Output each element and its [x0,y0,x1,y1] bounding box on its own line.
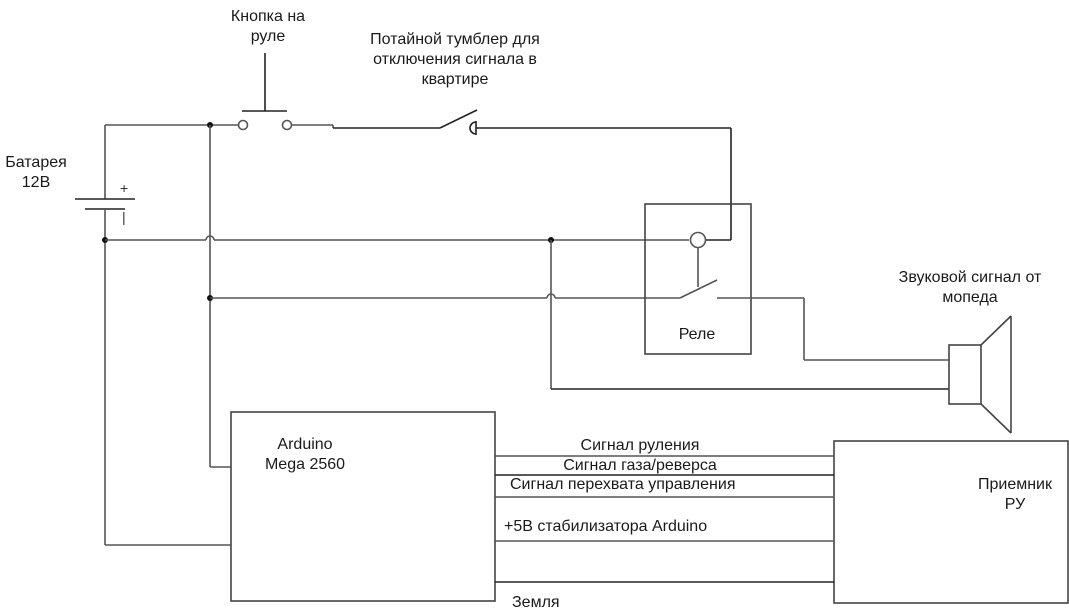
signal-label-throttle: Сигнал газа/реверса [563,457,717,474]
horn-negative-wire [550,240,949,390]
signal-label-5v: +5В стабилизатора Arduino [504,518,708,535]
arduino-label-line2: Mega 2560 [264,456,346,473]
top-wire [105,122,238,128]
battery-label-line1: Батарея [5,154,67,171]
signal-label-override: Сигнал перехвата управления [510,476,736,493]
signal-label-steering: Сигнал руления [580,437,700,454]
relay-label: Реле [678,326,716,343]
horn-label-line2: мопеда [942,289,998,306]
horn-label-line1: Звуковой сигнал от [898,269,1042,286]
arduino-label-line1: Arduino [277,436,333,453]
battery-plus-sign: + [120,180,129,196]
arduino-label: Arduino Mega 2560 [250,435,360,475]
receiver-label-line1: Приемник [977,476,1052,493]
horn-label: Звуковой сигнал от мопеда [880,268,1060,308]
negative-wire [102,235,689,243]
horn-symbol [948,315,1012,434]
receiver-box [833,440,1069,604]
hidden-switch-label: Потайной тумблер для отключения сигнала … [345,30,565,90]
relay-symbol [644,203,949,361]
hidden-switch-symbol [439,109,732,241]
handlebar-button-label: Кнопка на руле [218,7,318,47]
handlebar-button-label-line1: Кнопка на [230,8,306,25]
arduino-power-wire [207,125,231,468]
hidden-switch-label-line2: отключения сигнала в [373,51,537,68]
relay-contact-wire [210,293,680,299]
battery-label-line2: 12В [21,174,51,191]
handlebar-button-label-line2: руле [250,28,286,45]
battery-minus-sign: | [122,209,126,225]
arduino-box [230,411,496,602]
signal-wires [495,455,834,583]
handlebar-button-symbol [237,53,440,131]
signal-label-ground: Земля [512,594,560,611]
receiver-label-line2: РУ [1004,496,1026,513]
battery-symbol [75,125,135,545]
battery-label: Батарея 12В [0,153,72,193]
hidden-switch-label-line3: квартире [421,71,489,88]
receiver-label: Приемник РУ [960,475,1069,515]
hidden-switch-label-line1: Потайной тумблер для [370,31,540,48]
